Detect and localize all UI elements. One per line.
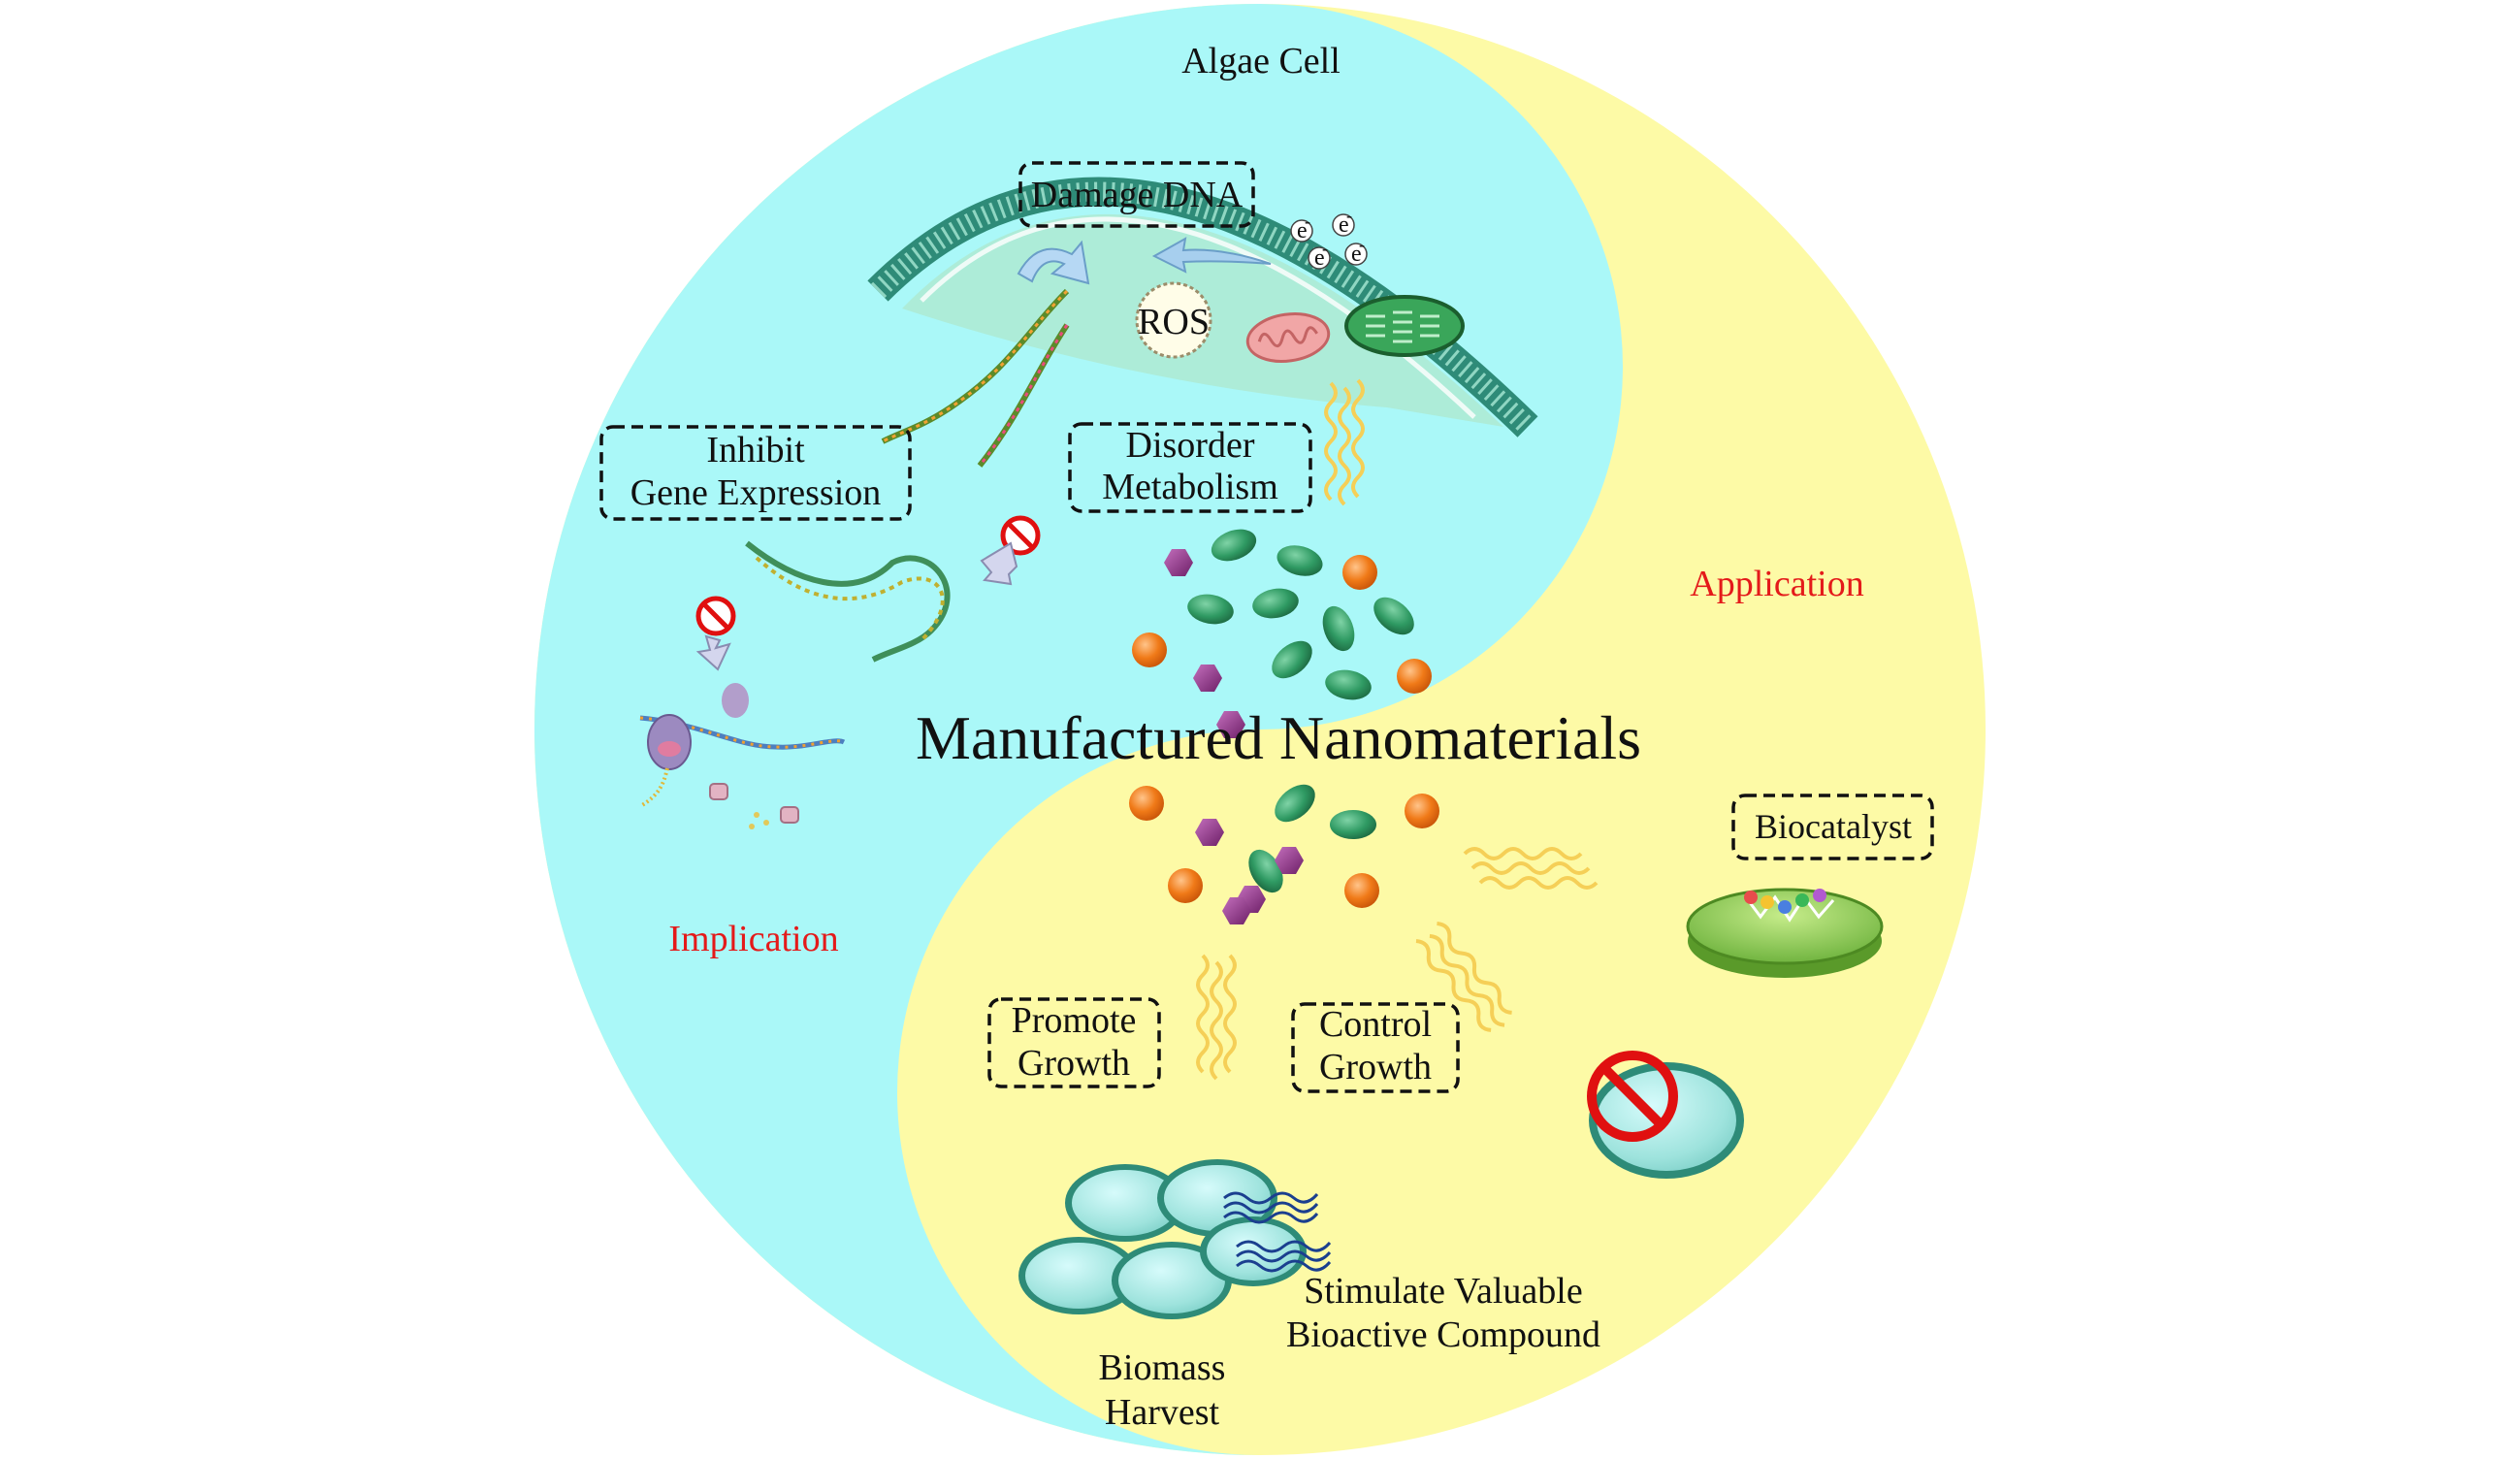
green-particle bbox=[1272, 640, 1312, 679]
orange-particle bbox=[1168, 868, 1203, 903]
biocatalyst-box: Biocatalyst bbox=[1731, 794, 1934, 860]
dna-helix-icon bbox=[745, 288, 1070, 663]
purple-particle bbox=[1164, 549, 1193, 576]
biomass-label-line2: Harvest bbox=[1105, 1392, 1220, 1433]
diagram-title: Manufactured Nanomaterials bbox=[916, 703, 1641, 772]
promote-label-line2: Growth bbox=[1018, 1043, 1130, 1084]
svg-text:e: e bbox=[1339, 212, 1349, 238]
stimulate-label-line1: Stimulate Valuable bbox=[1304, 1271, 1582, 1312]
damage-dna-label: Damage DNA bbox=[1031, 175, 1244, 215]
orange-particle bbox=[1342, 555, 1377, 590]
algae-cell-label: Algae Cell bbox=[1181, 41, 1341, 81]
orange-particle bbox=[1397, 659, 1432, 694]
promote-label-line1: Promote bbox=[1012, 1000, 1137, 1041]
prohibition-icon bbox=[698, 599, 733, 633]
enzyme-disc-icon bbox=[1686, 888, 1884, 978]
orange-particle bbox=[1132, 632, 1167, 667]
ros-label: ROS bbox=[1138, 302, 1210, 342]
svg-text:e: e bbox=[1297, 218, 1308, 243]
nanoparticles-lower bbox=[1129, 784, 1439, 924]
algae-cell-icon bbox=[1018, 1237, 1139, 1314]
green-particle bbox=[1322, 605, 1355, 652]
purple-particle bbox=[1216, 711, 1245, 738]
svg-text:-: - bbox=[1305, 211, 1310, 231]
application-label: Application bbox=[1690, 564, 1863, 604]
green-particle bbox=[1187, 594, 1234, 625]
compound-wave-icon bbox=[1223, 1191, 1332, 1273]
control-label-line2: Growth bbox=[1319, 1047, 1432, 1087]
purple-particle bbox=[1193, 665, 1222, 692]
algae-cell-icon bbox=[1112, 1242, 1232, 1319]
green-particle bbox=[1325, 669, 1372, 700]
ribosome-icon bbox=[639, 683, 846, 829]
disorder-label-line2: Metabolism bbox=[1102, 467, 1278, 507]
biomass-label-line1: Biomass bbox=[1099, 1347, 1226, 1388]
inhibit-label-line1: Inhibit bbox=[706, 430, 805, 470]
purple-particle bbox=[1275, 847, 1304, 874]
arrow-icon bbox=[1151, 237, 1272, 274]
prohibition-icon bbox=[1587, 1051, 1678, 1142]
curved-arrow-icon bbox=[1017, 240, 1090, 285]
control-label-line1: Control bbox=[1319, 1004, 1432, 1045]
green-particle bbox=[1211, 529, 1257, 562]
svg-text:-: - bbox=[1359, 235, 1365, 254]
algae-cell-section: Algae Cell Damage DNA e- e- e- e- ROS bbox=[867, 41, 1538, 506]
green-particle bbox=[1330, 810, 1376, 839]
stimulate-label-line2: Bioactive Compound bbox=[1286, 1314, 1600, 1355]
svg-text:-: - bbox=[1322, 239, 1328, 258]
algae-cell-icon bbox=[1065, 1164, 1185, 1242]
nanoparticles-upper bbox=[1132, 529, 1432, 738]
control-growth-box: Control Growth bbox=[1291, 1002, 1460, 1093]
implication-label: Implication bbox=[668, 919, 838, 959]
mitochondrion-icon bbox=[1245, 312, 1331, 363]
inhibit-gene-expression-box: Inhibit Gene Expression bbox=[599, 425, 912, 521]
arrow-icon bbox=[695, 634, 731, 671]
svg-text:-: - bbox=[1346, 206, 1352, 225]
promote-growth-box: Promote Growth bbox=[987, 997, 1161, 1088]
green-particle bbox=[1275, 784, 1315, 823]
purple-particle bbox=[1222, 897, 1251, 924]
orange-particle bbox=[1344, 873, 1379, 908]
svg-text:e: e bbox=[1351, 242, 1362, 267]
biomass-cells-icon bbox=[1018, 1159, 1332, 1319]
green-particle bbox=[1252, 588, 1299, 619]
chloroplast-icon bbox=[1344, 295, 1465, 357]
inhibited-cell-icon bbox=[1587, 1051, 1744, 1179]
disorder-label-line1: Disorder bbox=[1126, 425, 1255, 466]
ros-badge: ROS bbox=[1135, 281, 1212, 359]
biocatalyst-label: Biocatalyst bbox=[1755, 807, 1912, 846]
inhibit-label-line2: Gene Expression bbox=[630, 472, 882, 513]
disorder-metabolism-box: Disorder Metabolism bbox=[1068, 422, 1312, 513]
purple-particle bbox=[1195, 819, 1224, 846]
damage-dna-box: Damage DNA bbox=[1018, 161, 1255, 228]
arrow-icon bbox=[980, 541, 1018, 586]
green-particle bbox=[1373, 597, 1414, 635]
orange-particle bbox=[1405, 794, 1439, 828]
green-particle bbox=[1276, 545, 1323, 576]
green-particle bbox=[1248, 849, 1283, 893]
svg-text:e: e bbox=[1314, 245, 1325, 271]
orange-particle bbox=[1129, 786, 1164, 821]
electron-cluster: e- e- e- e- bbox=[1290, 206, 1368, 271]
